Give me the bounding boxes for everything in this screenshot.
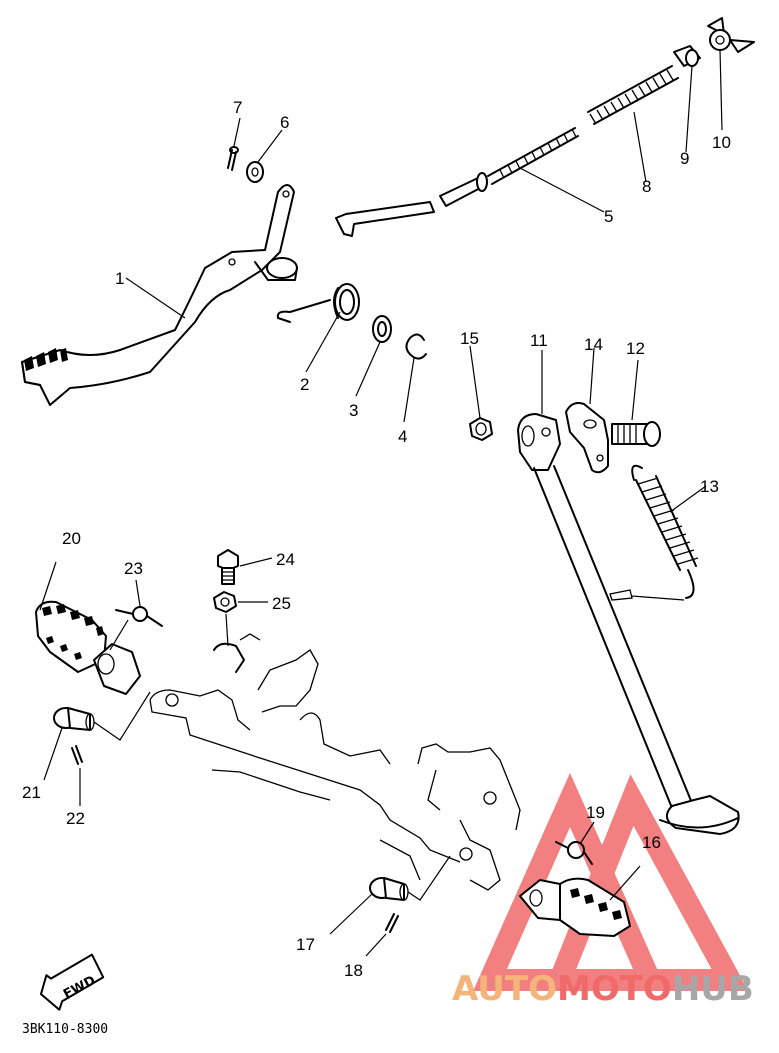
part-17-pin	[329, 855, 451, 935]
part-1-brake-pedal	[21, 184, 298, 406]
watermark-hub: HUB	[672, 969, 754, 1009]
watermark-text: AUTOMOTOHUB	[452, 969, 754, 1009]
part-4-circlip	[405, 333, 427, 360]
part-16-footrest	[519, 865, 641, 937]
part-22-cotter-pin	[71, 745, 83, 806]
label-part-25: 25	[272, 594, 291, 613]
label-part-6: 6	[280, 113, 289, 132]
part-11-sidestand	[517, 413, 740, 835]
part-23-spring	[109, 579, 163, 651]
part-2-return-spring	[276, 283, 360, 323]
part-14-bracket	[565, 402, 609, 474]
label-part-23: 23	[124, 559, 143, 578]
part-13-stand-spring	[609, 464, 699, 601]
label-part-2: 2	[300, 375, 309, 394]
label-part-11: 11	[530, 331, 548, 350]
part-3-washer	[372, 315, 392, 343]
part-9-joint	[673, 45, 701, 67]
label-part-15: 15	[460, 329, 479, 348]
label-part-22: 22	[66, 809, 85, 828]
label-part-4: 4	[398, 427, 407, 446]
label-part-7: 7	[233, 98, 242, 117]
fwd-arrow: FWD	[39, 953, 105, 1011]
part-21-pin	[43, 691, 151, 781]
part-5-brake-rod	[335, 127, 579, 237]
label-part-8: 8	[642, 177, 651, 196]
part-7-cotter-pin	[227, 146, 239, 171]
part-10-adjusting-nut	[707, 17, 755, 53]
part-20-footrest	[35, 561, 141, 695]
label-part-14: 14	[584, 335, 603, 354]
label-part-24: 24	[276, 550, 295, 569]
label-part-16: 16	[642, 833, 661, 852]
label-part-10: 10	[712, 133, 731, 152]
leader-lines	[125, 49, 723, 513]
drawing-code: 3BK110-8300	[22, 1022, 108, 1037]
part-12-bolt	[611, 421, 661, 447]
label-part-21: 21	[22, 783, 41, 802]
label-part-3: 3	[349, 401, 358, 420]
label-part-13: 13	[700, 477, 719, 496]
label-part-5: 5	[604, 207, 613, 226]
part-25-nut	[213, 591, 268, 673]
label-part-20: 20	[62, 529, 81, 548]
label-part-12: 12	[626, 339, 645, 358]
part-6-washer	[246, 161, 264, 183]
part-8-spring	[587, 65, 679, 125]
watermark-moto: MOTO	[557, 969, 672, 1009]
frame-outline	[149, 633, 521, 891]
label-part-1: 1	[115, 269, 124, 288]
svg-text:AUTOMOTOHUB: AUTOMOTOHUB	[452, 969, 754, 1009]
label-part-19: 19	[586, 803, 605, 822]
part-18-cotter-pin	[365, 913, 399, 957]
label-part-9: 9	[680, 149, 689, 168]
part-15-nut	[469, 417, 493, 441]
part-19-spring	[555, 821, 595, 865]
part-24-bolt	[217, 549, 273, 585]
label-part-17: 17	[296, 935, 315, 954]
label-part-18: 18	[344, 961, 363, 980]
watermark-auto: AUTO	[452, 969, 557, 1009]
part-number-labels: 1 2 3 4 5 6 7 8 9 10 11 12 13 14 15 16 1…	[22, 98, 731, 980]
